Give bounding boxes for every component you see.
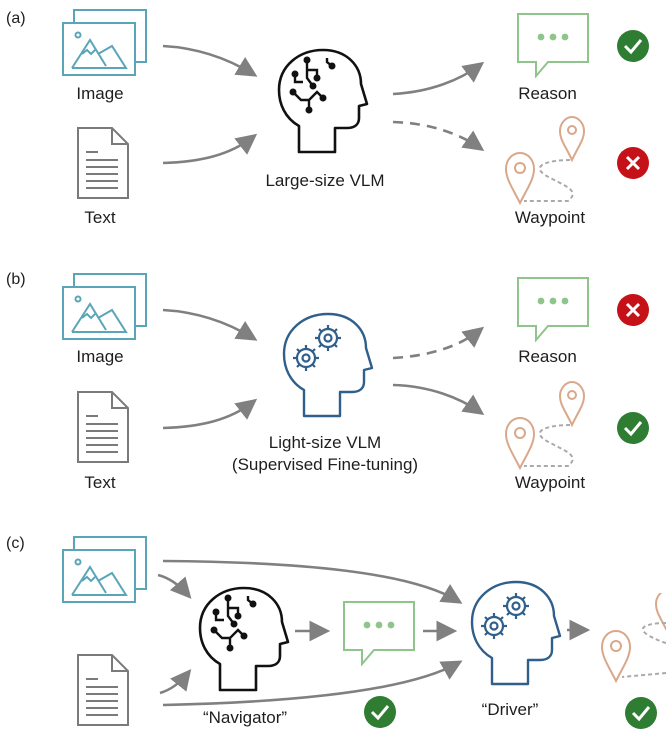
check-icon xyxy=(617,30,649,62)
image-label: Image xyxy=(76,84,124,103)
arrow-b-text-to-model xyxy=(162,398,258,430)
text-document-icon xyxy=(77,391,129,463)
large-vlm-head-icon xyxy=(277,48,369,154)
arrow-a-text-to-model xyxy=(162,133,258,165)
arrow-a-image-to-model xyxy=(162,44,258,77)
driver-check-icon xyxy=(625,697,657,729)
waypoint-icon xyxy=(504,115,586,205)
image-label: Image xyxy=(76,347,124,366)
cross-icon xyxy=(617,147,649,179)
arrow-c-text-to-driver xyxy=(162,660,463,707)
arrow-b-model-to-waypoint xyxy=(392,383,485,415)
image-icon xyxy=(62,9,147,76)
navigator-head-icon xyxy=(198,586,290,692)
text-document-icon xyxy=(77,654,129,726)
navigator-check-icon xyxy=(364,696,396,728)
reason-label: Reason xyxy=(518,84,577,103)
waypoint-icon xyxy=(504,380,586,470)
model-label-large: Large-size VLM xyxy=(265,171,385,190)
arrow-b-image-to-model xyxy=(162,308,258,341)
text-label: Text xyxy=(84,208,116,227)
reason-label: Reason xyxy=(518,347,577,366)
arrow-c-image-to-driver xyxy=(162,559,463,604)
text-label: Text xyxy=(84,473,116,492)
reason-bubble-icon xyxy=(517,277,589,342)
arrow-c-image-to-navigator xyxy=(157,573,192,599)
model-label-light: Light-size VLM xyxy=(268,433,382,452)
image-icon xyxy=(62,536,147,603)
light-vlm-head-icon xyxy=(282,312,374,418)
waypoint-label: Waypoint xyxy=(514,473,586,492)
reason-bubble-icon xyxy=(343,601,415,666)
check-icon xyxy=(617,412,649,444)
model-sublabel-light: (Supervised Fine-tuning) xyxy=(231,455,419,474)
arrow-b-model-to-reason xyxy=(392,326,485,360)
arrow-a-model-to-waypoint xyxy=(392,120,485,151)
arrow-c-text-to-navigator xyxy=(159,668,192,695)
driver-label: “Driver” xyxy=(481,700,539,719)
reason-bubble-icon xyxy=(517,13,589,78)
arrow-a-model-to-reason xyxy=(392,61,485,96)
driver-head-icon xyxy=(470,580,562,686)
text-document-icon xyxy=(77,127,129,199)
panel-c-tag: (c) xyxy=(6,535,25,552)
image-icon xyxy=(62,273,147,340)
waypoint-icon xyxy=(600,593,666,683)
navigator-label: “Navigator” xyxy=(202,708,288,727)
panel-a-tag: (a) xyxy=(6,10,26,27)
cross-icon xyxy=(617,294,649,326)
panel-b-tag: (b) xyxy=(6,271,26,288)
waypoint-label: Waypoint xyxy=(514,208,586,227)
